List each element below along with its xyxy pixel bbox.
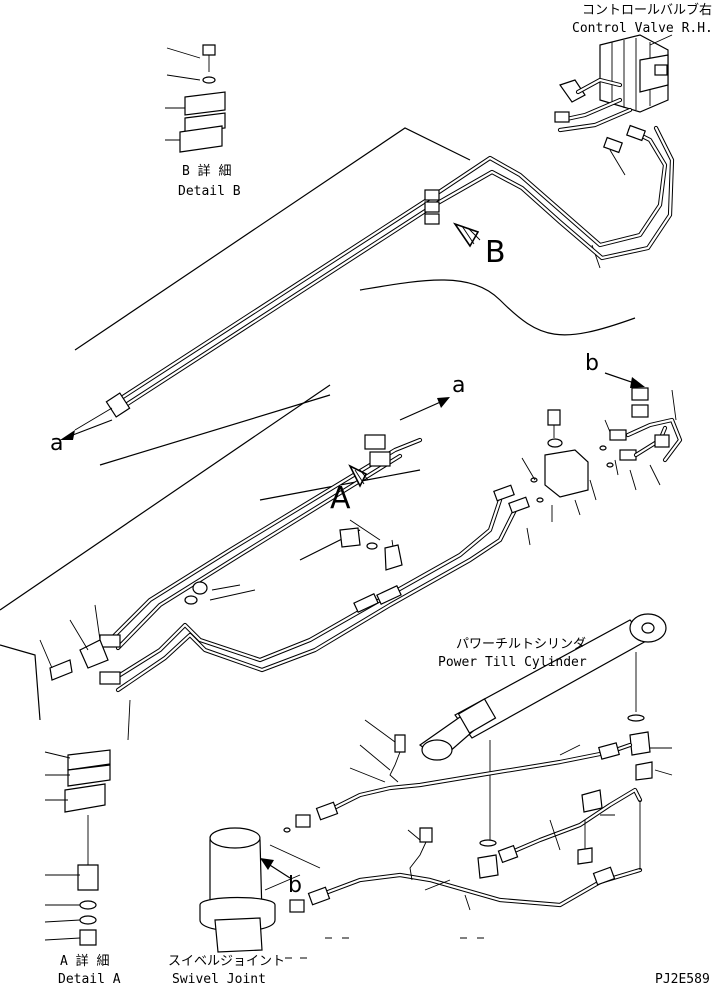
lower-pipes bbox=[39, 434, 530, 741]
control-valve-label-en: Control Valve R.H. bbox=[572, 21, 713, 36]
detail-b-label-jp: B 詳 細 bbox=[182, 163, 231, 179]
upper-pipes bbox=[74, 125, 675, 431]
ref-a-right-label: a bbox=[452, 373, 465, 398]
arrows bbox=[60, 222, 645, 879]
power-tilt-cylinder bbox=[418, 613, 673, 879]
hoses bbox=[283, 719, 643, 913]
swivel-joint bbox=[199, 827, 321, 953]
ref-b-swivel-label: b bbox=[288, 873, 302, 898]
detail-a-label-jp: A 詳 細 bbox=[60, 953, 109, 969]
view-a-label: A bbox=[330, 481, 351, 516]
cylinder-label-en: Power Till Cylinder bbox=[438, 655, 587, 670]
detail-b bbox=[165, 44, 226, 153]
detail-b-label-en: Detail B bbox=[178, 184, 241, 199]
drawing-number: PJ2E589 bbox=[655, 972, 710, 987]
labels: コントロールバルブ右 Control Valve R.H. B 詳 細 Deta… bbox=[50, 2, 713, 987]
cylinder-label-jp: パワーチルトシリンダ bbox=[456, 637, 586, 652]
frame-outline bbox=[0, 127, 636, 721]
view-b-label: B bbox=[485, 235, 506, 270]
detail-a-label-en: Detail A bbox=[58, 972, 121, 987]
ref-b-right-label: b bbox=[585, 351, 599, 376]
valve-block bbox=[521, 387, 683, 546]
detail-a bbox=[44, 749, 111, 946]
ref-a-left-label: a bbox=[50, 431, 63, 456]
dash-marks bbox=[285, 937, 484, 959]
control-valve bbox=[554, 34, 673, 176]
swivel-label-en: Swivel Joint bbox=[172, 972, 266, 987]
swivel-label-jp: スイベルジョイント bbox=[168, 954, 285, 969]
control-valve-label-jp: コントロールバルブ右 bbox=[582, 2, 712, 18]
